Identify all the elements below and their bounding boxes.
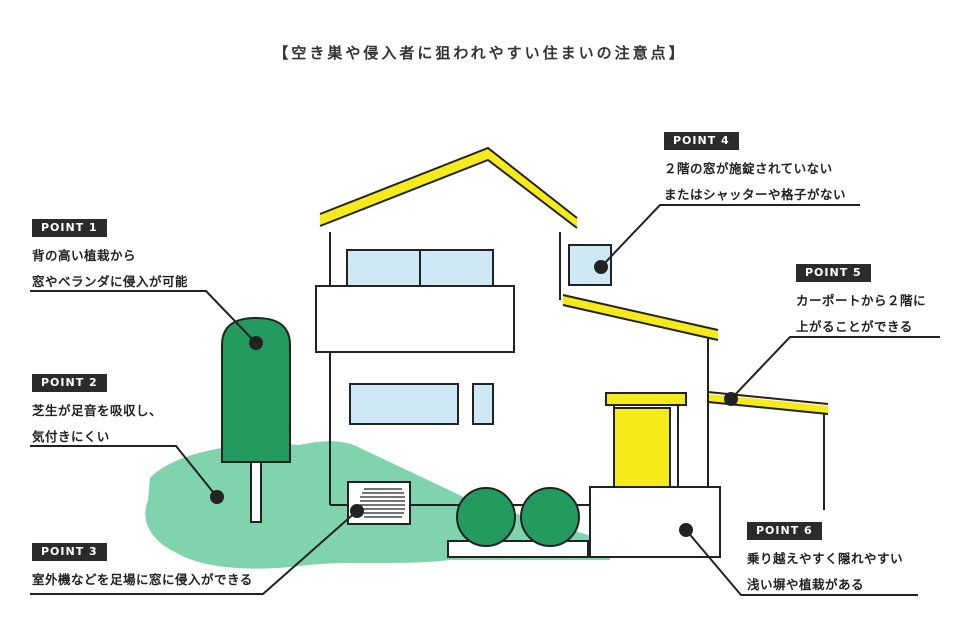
leader-line-point-4 (600, 204, 860, 268)
point-4-badge: POINT 4 (664, 132, 739, 150)
point-4-line-1: ２階の窓が施錠されていない (664, 161, 833, 176)
shrub (520, 487, 580, 547)
point-2-line-2: 気付きにくい (32, 429, 110, 444)
point-4-line-2: またはシャッターや格子がない (664, 187, 847, 202)
leader-line-point-5 (730, 336, 940, 400)
page-title: 【空き巣や侵入者に狙われやすい住まいの注意点】 (273, 44, 687, 62)
point-1-line-2: 窓やベランダに侵入が可能 (32, 274, 189, 289)
small-window (472, 383, 494, 425)
point-6-badge: POINT 6 (747, 522, 822, 540)
point-5-line-1: カーポートから２階に (796, 293, 927, 308)
point-4-callout: POINT 4 ２階の窓が施錠されていない またはシャッターや格子がない (664, 129, 846, 208)
point-5-line-2: 上がることができる (796, 319, 913, 334)
point-3-line-1: 室外機などを足場に窓に侵入ができる (32, 572, 253, 587)
tall-tree (221, 316, 291, 463)
marker-dot-point-1 (249, 336, 263, 350)
marker-dot-point-2 (210, 490, 224, 504)
marker-dot-point-3 (350, 504, 364, 518)
point-1-callout: POINT 1 背の高い植栽から 窓やベランダに侵入が可能 (32, 216, 188, 295)
point-6-callout: POINT 6 乗り越えやすく隠れやすい 浅い塀や植栽がある (747, 519, 903, 598)
point-2-badge: POINT 2 (32, 374, 107, 392)
leader-line-point-3 (30, 510, 358, 595)
planter (447, 540, 589, 558)
point-6-line-2: 浅い塀や植栽がある (747, 577, 865, 592)
ground-window (349, 383, 459, 425)
point-5-badge: POINT 5 (796, 264, 871, 282)
wing-roof (563, 295, 718, 340)
leader-line-point-1 (30, 290, 257, 344)
marker-dot-point-5 (724, 392, 738, 406)
point-1-badge: POINT 1 (32, 219, 107, 237)
leader-line-point-6 (685, 529, 918, 596)
marker-dot-point-6 (679, 523, 693, 537)
point-5-callout: POINT 5 カーポートから２階に 上がることができる (796, 261, 926, 340)
point-3-badge: POINT 3 (32, 543, 107, 561)
shrub (456, 487, 516, 547)
point-3-callout: POINT 3 室外機などを足場に窓に侵入ができる (32, 540, 253, 593)
tree-trunk (250, 461, 262, 523)
point-6-line-1: 乗り越えやすく隠れやすい (747, 551, 904, 566)
point-2-line-1: 芝生が足音を吸収し、 (32, 403, 163, 418)
point-1-line-1: 背の高い植栽から (32, 248, 137, 263)
balcony (315, 285, 515, 353)
leader-line-point-2 (30, 445, 218, 498)
front-door (613, 407, 671, 489)
marker-dot-point-4 (594, 260, 608, 274)
point-2-callout: POINT 2 芝生が足音を吸収し、 気付きにくい (32, 371, 162, 450)
entrance-canopy (605, 392, 687, 406)
